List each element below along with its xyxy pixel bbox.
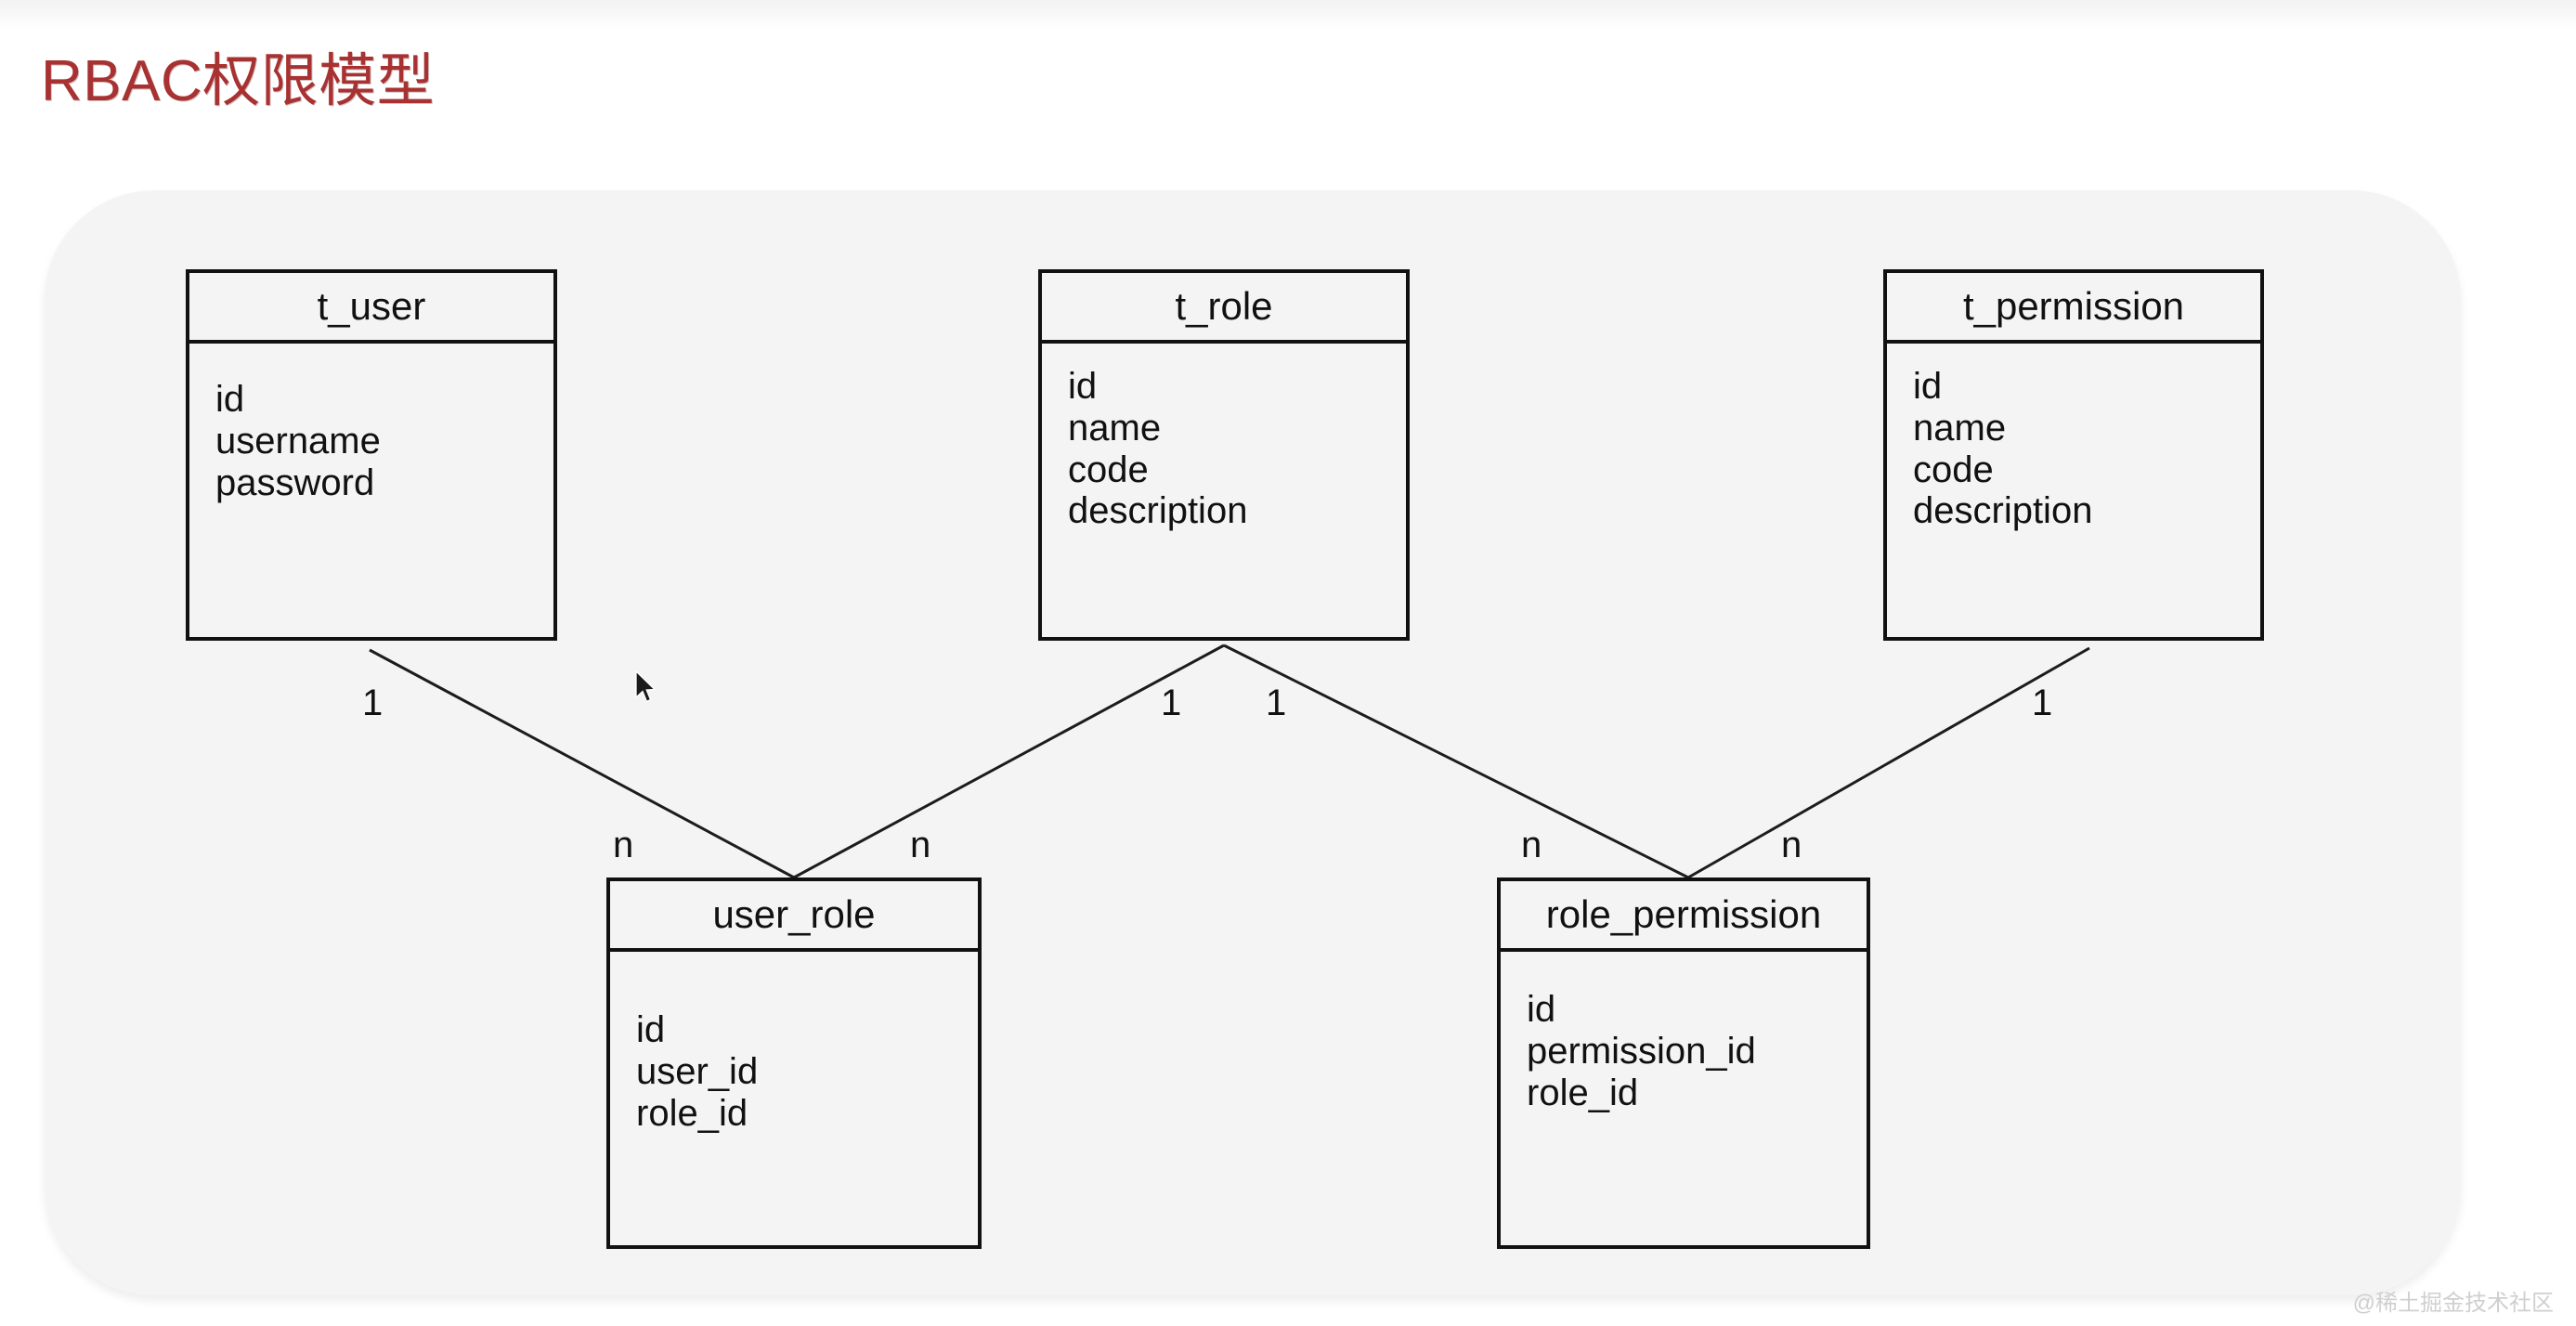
entity-body-t-permission: id name code description <box>1883 344 2264 641</box>
cardinality-label-userrole-right-n: n <box>910 825 931 865</box>
entity-header-user-role: user_role <box>606 878 982 952</box>
field-row: description <box>1913 490 2093 532</box>
entity-t-permission[interactable]: t_permission id name code description <box>1883 269 2264 641</box>
entity-t-user[interactable]: t_user id username password <box>186 269 557 641</box>
field-row: id <box>1913 366 1943 407</box>
entity-t-role[interactable]: t_role id name code description <box>1038 269 1410 641</box>
cardinality-label-permission-one: 1 <box>2032 682 2053 723</box>
field-row: permission_id <box>1527 1030 1756 1072</box>
entity-header-t-user: t_user <box>186 269 557 344</box>
entity-user-role[interactable]: user_role id user_id role_id <box>606 878 982 1249</box>
entity-header-t-permission: t_permission <box>1883 269 2264 344</box>
field-row: code <box>1068 448 1149 490</box>
entity-title: t_user <box>317 284 426 328</box>
entity-header-t-role: t_role <box>1038 269 1410 344</box>
field-row: id <box>1527 989 1556 1030</box>
cardinality-label-rolepermission-right-n: n <box>1781 825 1802 865</box>
field-row: password <box>215 462 375 503</box>
field-row: id <box>636 1009 666 1050</box>
cardinality-label-user-one: 1 <box>362 682 384 723</box>
field-row: user_id <box>636 1050 759 1092</box>
field-row: role_id <box>636 1092 748 1134</box>
entity-title: user_role <box>712 892 876 936</box>
entity-title: t_role <box>1175 284 1273 328</box>
field-row: name <box>1913 407 2007 448</box>
field-row: id <box>215 379 245 420</box>
entity-body-t-role: id name code description <box>1038 344 1410 641</box>
watermark: @稀土掘金技术社区 <box>2352 1291 2554 1316</box>
mouse-cursor-icon <box>635 670 657 703</box>
entity-body-user-role: id user_id role_id <box>606 952 982 1249</box>
cardinality-label-role-right-one: 1 <box>1266 682 1287 723</box>
cardinality-label-userrole-left-n: n <box>613 825 634 865</box>
entity-role-permission[interactable]: role_permission id permission_id role_id <box>1497 878 1870 1249</box>
field-row: name <box>1068 407 1162 448</box>
cardinality-label-role-left-one: 1 <box>1161 682 1182 723</box>
entity-body-role-permission: id permission_id role_id <box>1497 952 1870 1249</box>
field-row: id <box>1068 366 1098 407</box>
field-row: description <box>1068 490 1248 532</box>
field-row: code <box>1913 448 1994 490</box>
entity-title: role_permission <box>1545 892 1822 936</box>
cardinality-label-rolepermission-left-n: n <box>1521 825 1542 865</box>
field-row: username <box>215 420 381 462</box>
entity-title: t_permission <box>1962 284 2185 328</box>
entity-body-t-user: id username password <box>186 344 557 641</box>
page-title: RBAC权限模型 <box>41 49 436 113</box>
field-row: role_id <box>1527 1072 1639 1113</box>
entity-header-role-permission: role_permission <box>1497 878 1870 952</box>
top-gradient-band <box>0 0 2576 32</box>
